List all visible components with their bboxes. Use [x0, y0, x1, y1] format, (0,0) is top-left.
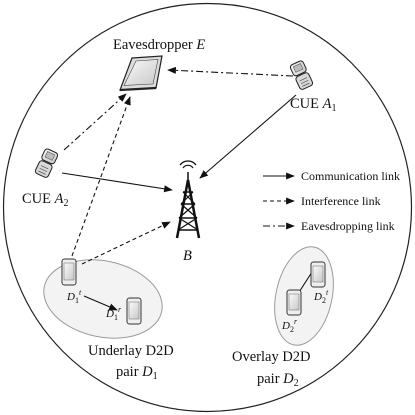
cue-a2-label: CUE A2: [22, 191, 68, 209]
legend-communication-label: Communication link: [301, 169, 400, 183]
legend-interference-label: Interference link: [301, 194, 381, 208]
interference-link-d1-e: [71, 96, 131, 257]
d2-receiver-label: D2r: [281, 317, 298, 334]
cue-a2-phone-icon: [34, 148, 59, 178]
d1-receiver-phone-icon: [126, 297, 142, 325]
overlay-pair-ellipse: [274, 246, 334, 346]
d1-transmitter-phone-icon: [61, 258, 77, 286]
d2-transmitter-label: D2t: [313, 288, 329, 305]
cue-a1-label: CUE A1: [290, 96, 336, 114]
eaves-link-a1-e: [167, 66, 294, 77]
comm-link-d1-pair: [83, 295, 118, 311]
cue-a1-phone-icon: [289, 60, 314, 90]
comm-link-a1-b: [199, 94, 297, 179]
eavesdropper-label: Eavesdropper E: [113, 37, 205, 53]
base-station-label: B: [183, 248, 192, 264]
interference-link-d1-b: [81, 221, 171, 265]
legend-eavesdropping-label: Eavesdropping link: [301, 219, 395, 233]
d1-receiver-label: D1r: [105, 305, 122, 322]
underlay-pair-label-line2: pair D1: [116, 364, 158, 382]
comm-link-a2-b: [61, 172, 173, 193]
overlay-pair-label-line1: Overlay D2D: [232, 349, 311, 365]
eavesdropper-device-icon: [119, 55, 163, 92]
underlay-pair-ellipse: [43, 259, 163, 339]
overlay-pair-label-line2: pair D2: [257, 371, 299, 389]
underlay-pair-label-line1: Underlay D2D: [88, 343, 174, 359]
d2-receiver-phone-icon: [286, 289, 302, 316]
d2-transmitter-phone-icon: [310, 261, 326, 288]
base-station-tower-icon: [175, 160, 201, 239]
eaves-link-a2-e: [63, 93, 127, 151]
legend: Communication link Interference link Eav…: [263, 169, 400, 233]
d1-transmitter-label: D1t: [66, 288, 82, 305]
